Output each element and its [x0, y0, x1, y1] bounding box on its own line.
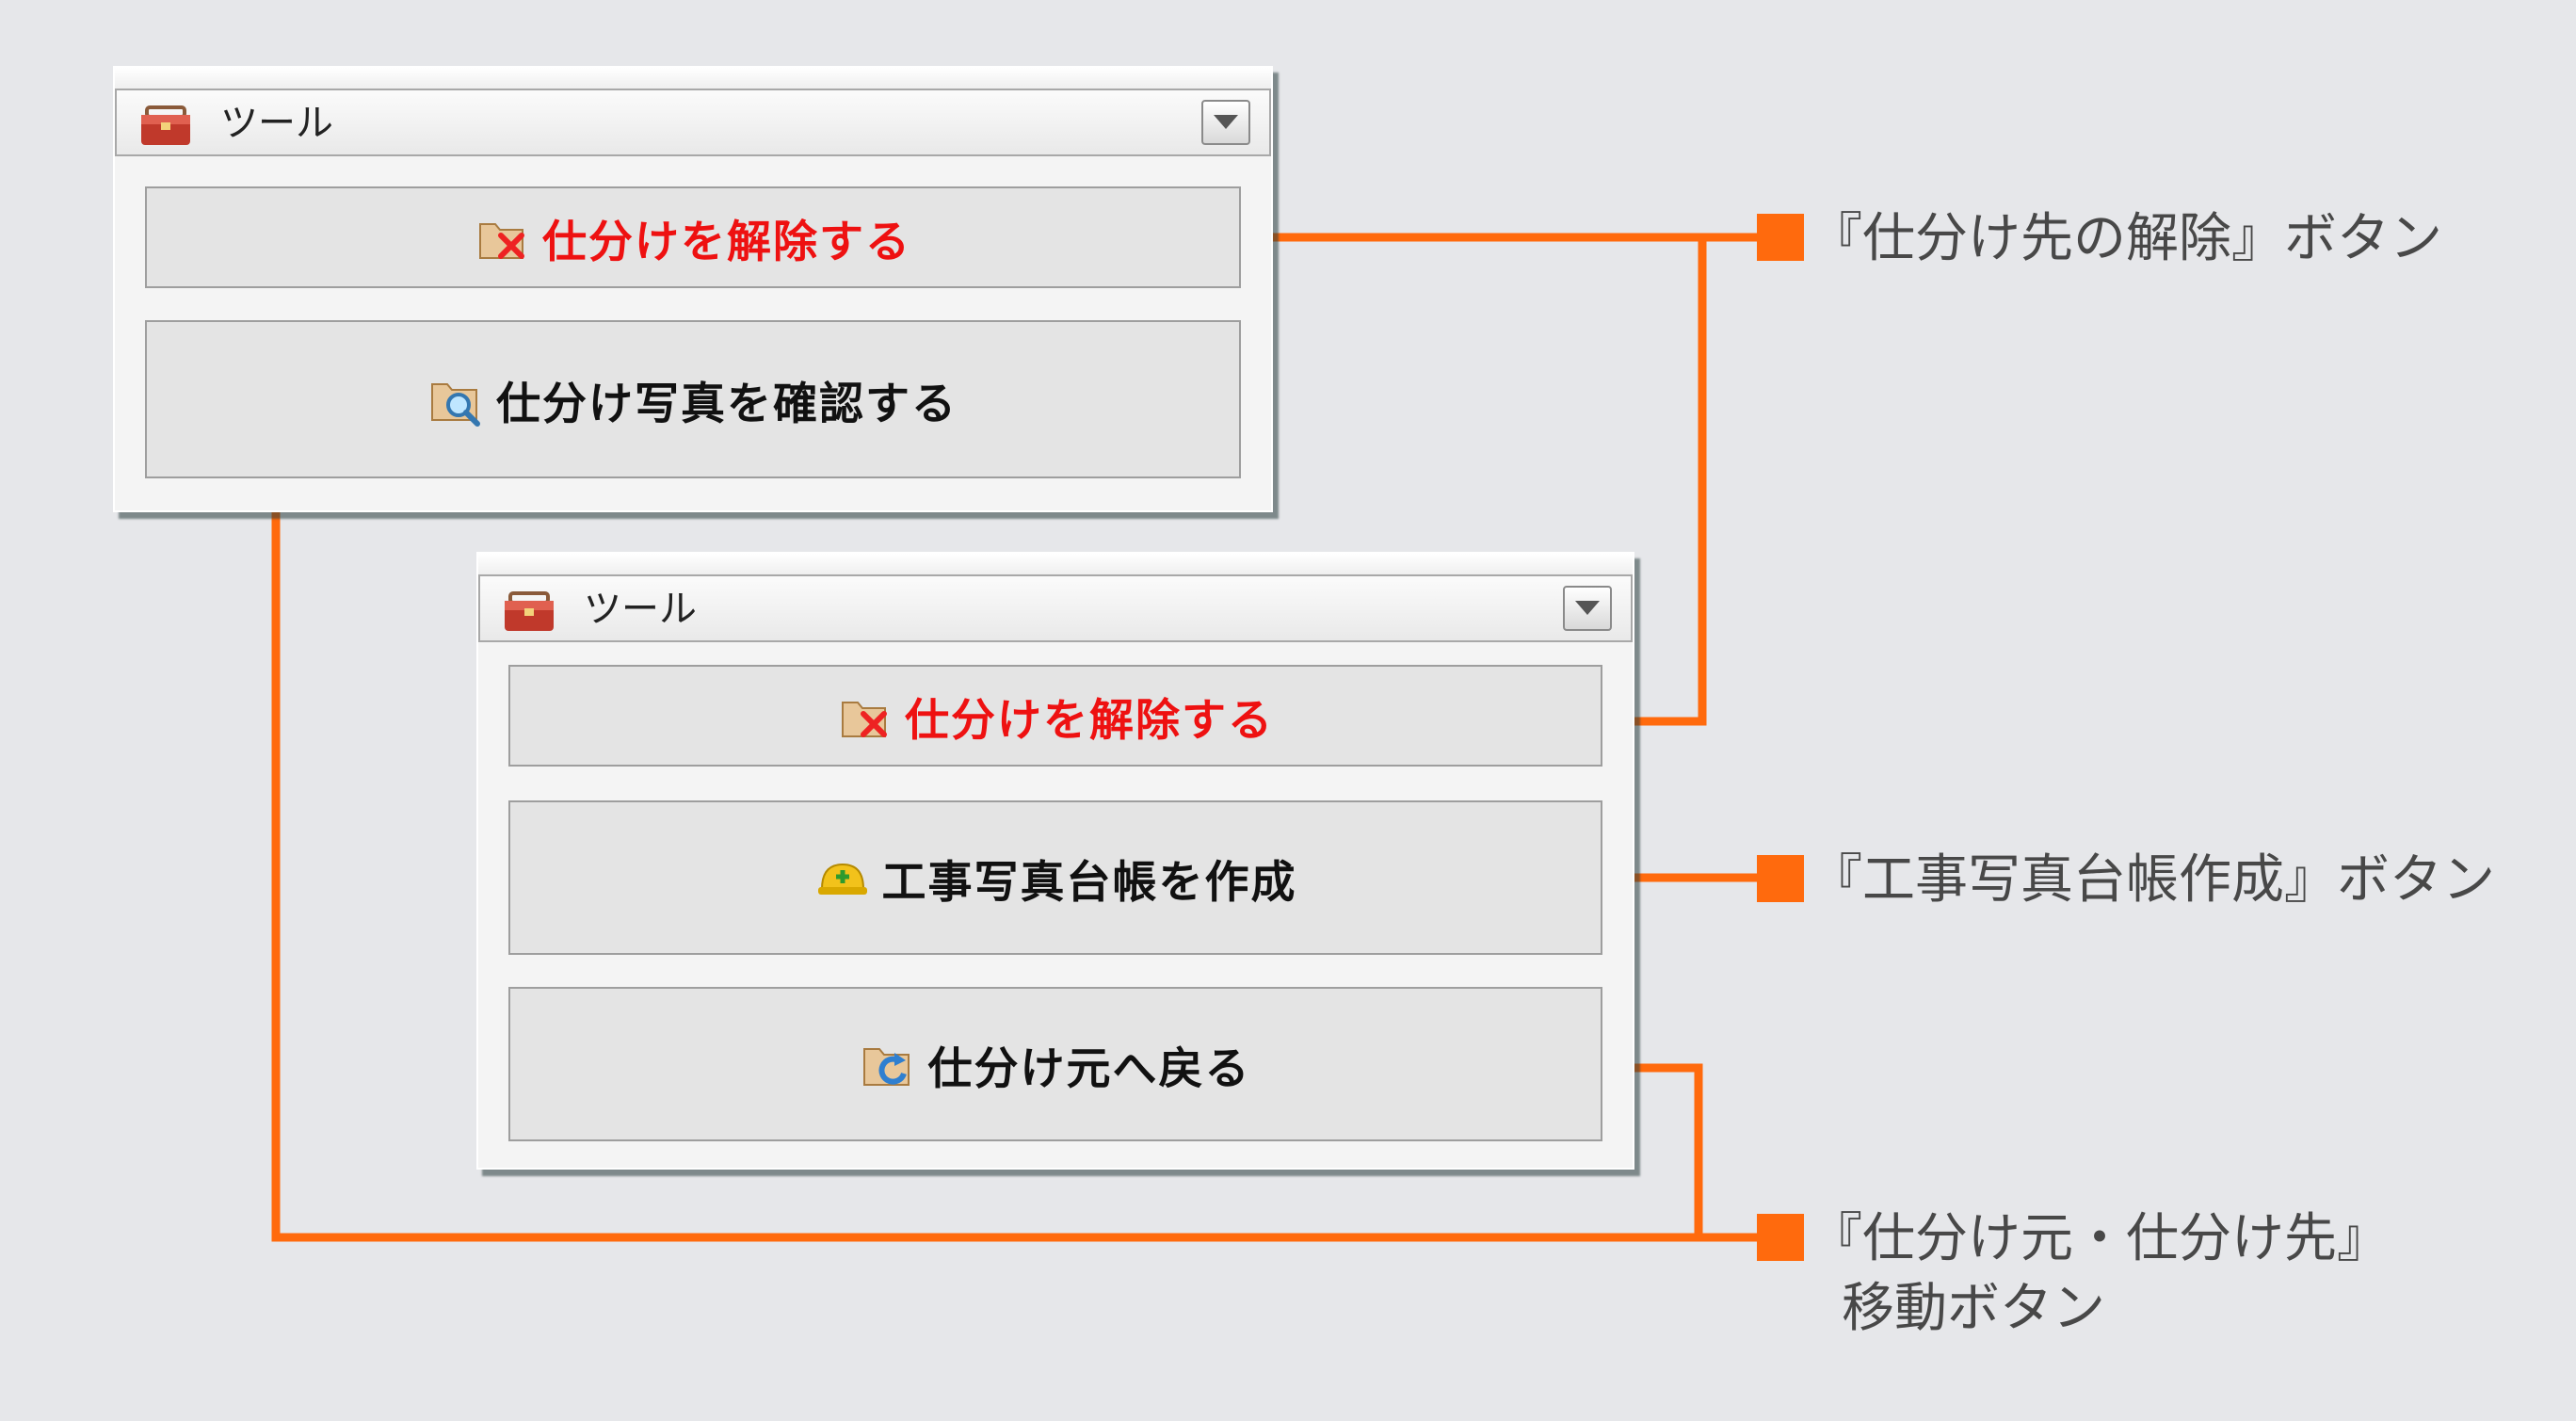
callout-marker-create-ledger: [1757, 855, 1804, 902]
callout-move-line2: 移動ボタン: [1842, 1278, 2105, 1339]
create-photo-ledger-button[interactable]: 工事写真台帳を作成: [508, 800, 1602, 955]
tool-panel-bottom: ツール 仕分けを解除する 工事写真台帳を作成 仕分け元へ戻る: [476, 552, 1634, 1170]
collapse-dropdown-button[interactable]: [1563, 586, 1612, 631]
connector-move-bottom: [1594, 1063, 1759, 1242]
unassign-icon: [479, 223, 524, 259]
connector-move-top: [271, 411, 1702, 1242]
panel-header: ツール: [115, 89, 1271, 156]
check-sorted-photos-button[interactable]: 仕分け写真を確認する: [145, 320, 1241, 478]
unassign-icon: [842, 702, 887, 737]
tool-panel-top: ツール 仕分けを解除する 仕分け写真を確認する: [113, 66, 1273, 512]
callout-move-line1: 『仕分け元・仕分け先』: [1810, 1208, 2390, 1269]
panel-top-strip: [115, 68, 1271, 89]
panel-top-strip: [478, 554, 1633, 574]
unassign-label: 仕分けを解除する: [905, 694, 1274, 747]
callout-unassign: 『仕分け先の解除』ボタン: [1810, 208, 2442, 269]
toolbox-icon: [141, 105, 190, 145]
unassign-button[interactable]: 仕分けを解除する: [145, 186, 1241, 288]
return-folder-icon: [862, 1048, 910, 1086]
return-to-source-label: 仕分け元へ戻る: [927, 1042, 1251, 1095]
panel-title: ツール: [584, 588, 697, 631]
unassign-button[interactable]: 仕分けを解除する: [508, 665, 1602, 767]
panel-header: ツール: [478, 574, 1633, 642]
callout-marker-move: [1757, 1214, 1804, 1261]
collapse-dropdown-button[interactable]: [1201, 100, 1250, 145]
chevron-down-icon: [1575, 601, 1600, 615]
connector-unassign-bottom: [1603, 237, 1707, 726]
create-photo-ledger-label: 工事写真台帳を作成: [881, 856, 1297, 909]
chevron-down-icon: [1214, 115, 1238, 129]
toolbox-icon: [505, 591, 554, 631]
unassign-label: 仕分けを解除する: [542, 216, 911, 268]
photo-search-icon: [431, 383, 480, 427]
hardhat-icon: [817, 863, 867, 895]
callout-marker-unassign: [1757, 214, 1804, 261]
check-sorted-photos-label: 仕分け写真を確認する: [496, 378, 958, 430]
panel-title: ツール: [220, 102, 333, 145]
return-to-source-button[interactable]: 仕分け元へ戻る: [508, 987, 1602, 1141]
callout-create-ledger: 『工事写真台帳作成』ボタン: [1810, 849, 2495, 911]
